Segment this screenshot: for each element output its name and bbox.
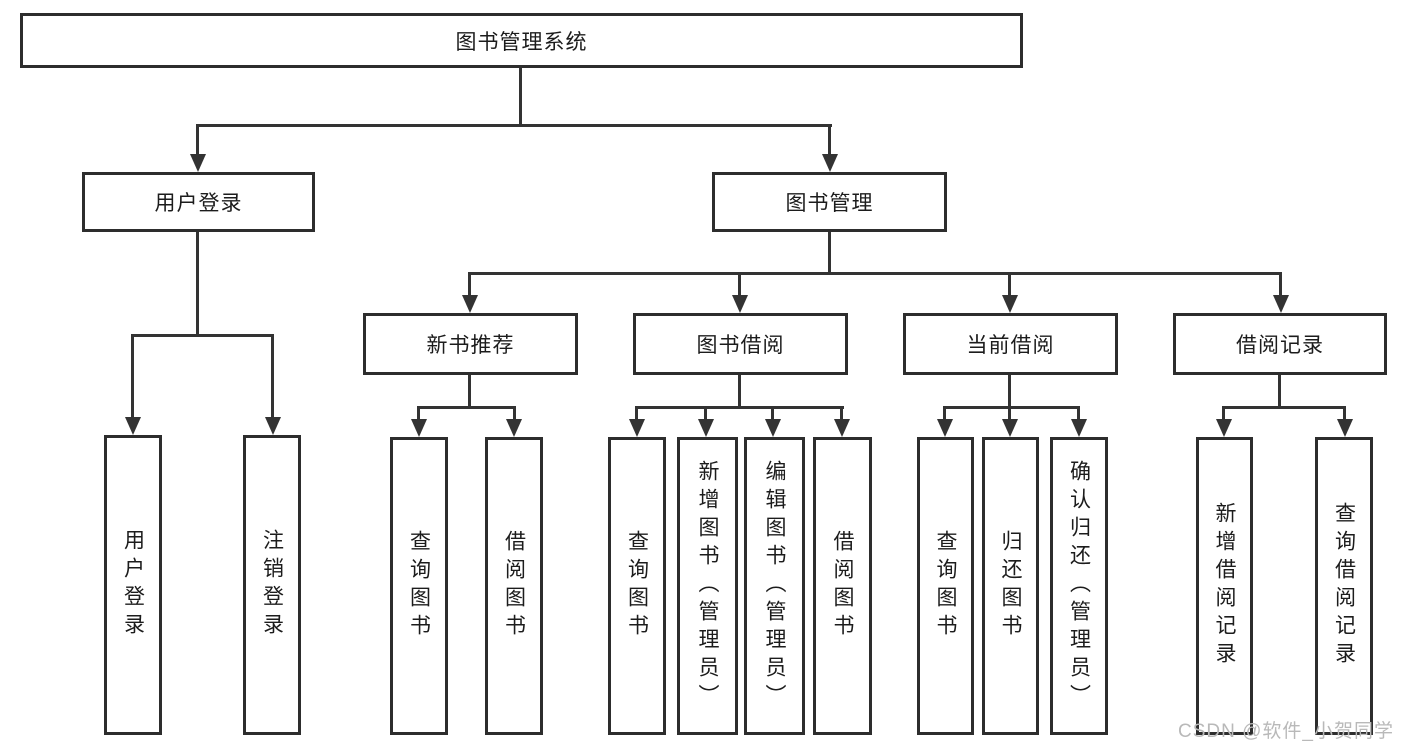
node-user-login: 用户登录 (82, 172, 315, 232)
node-leaf-add-book-admin-label: 新增图书（管理员） (696, 460, 719, 712)
node-book-management-label: 图书管理 (785, 192, 874, 215)
connector-line (1008, 272, 1011, 297)
connector-line (519, 68, 522, 126)
node-borrow-records: 借阅记录 (1173, 313, 1387, 375)
connector-line (1222, 406, 1346, 409)
connector-line (704, 406, 707, 422)
connector-line (417, 406, 420, 422)
node-leaf-query-book-1: 查询图书 (390, 437, 448, 735)
connector-line (828, 124, 831, 157)
node-leaf-return-book-label: 归还图书 (999, 530, 1022, 642)
node-leaf-query-book-2-label: 查询图书 (625, 530, 649, 642)
node-leaf-query-book-2: 查询图书 (608, 437, 666, 735)
node-book-management: 图书管理 (712, 172, 947, 232)
arrowhead-icon (125, 417, 141, 435)
node-leaf-add-book-admin: 新增图书（管理员） (677, 437, 738, 735)
node-book-borrow: 图书借阅 (633, 313, 848, 375)
connector-line (131, 334, 134, 420)
node-leaf-add-borrow-record: 新增借阅记录 (1196, 437, 1253, 735)
connector-line (1222, 406, 1225, 422)
connector-line (468, 272, 1282, 275)
arrowhead-icon (462, 295, 478, 313)
arrowhead-icon (1337, 419, 1353, 437)
connector-line (738, 272, 741, 297)
arrowhead-icon (1002, 419, 1018, 437)
connector-line (1008, 375, 1011, 409)
arrowhead-icon (629, 419, 645, 437)
connector-line (271, 334, 274, 420)
connector-line (417, 406, 516, 409)
connector-line (196, 124, 199, 157)
node-leaf-query-book-3: 查询图书 (917, 437, 974, 735)
connector-line (131, 334, 274, 337)
arrowhead-icon (822, 154, 838, 172)
csdn-watermark: CSDN @软件_小贺同学 (1178, 721, 1394, 742)
node-leaf-query-book-3-label: 查询图书 (934, 530, 957, 642)
node-leaf-user-login-label: 用户登录 (121, 529, 145, 641)
arrowhead-icon (265, 417, 281, 435)
connector-line (468, 272, 471, 297)
node-leaf-logout: 注销登录 (243, 435, 301, 735)
arrowhead-icon (732, 295, 748, 313)
connector-line (635, 406, 844, 409)
arrowhead-icon (1216, 419, 1232, 437)
node-leaf-query-borrow-record: 查询借阅记录 (1315, 437, 1373, 735)
arrowhead-icon (1273, 295, 1289, 313)
connector-line (828, 232, 831, 274)
node-root-label: 图书管理系统 (455, 30, 588, 54)
connector-line (1008, 406, 1011, 422)
node-new-book-recommend: 新书推荐 (363, 313, 578, 375)
connector-line (1278, 375, 1281, 409)
connector-line (840, 406, 843, 422)
arrowhead-icon (1071, 419, 1087, 437)
arrowhead-icon (411, 419, 427, 437)
arrowhead-icon (765, 419, 781, 437)
node-current-borrow: 当前借阅 (903, 313, 1118, 375)
node-leaf-borrow-book-1-label: 借阅图书 (502, 530, 526, 642)
connector-line (738, 375, 741, 409)
arrowhead-icon (937, 419, 953, 437)
node-current-borrow-label: 当前借阅 (966, 334, 1055, 357)
connector-line (1343, 406, 1346, 422)
node-leaf-borrow-book-2-label: 借阅图书 (831, 530, 854, 642)
node-leaf-return-book: 归还图书 (982, 437, 1039, 735)
connector-line (196, 124, 832, 127)
node-leaf-edit-book-admin: 编辑图书（管理员） (744, 437, 805, 735)
connector-line (1279, 272, 1282, 297)
connector-line (1077, 406, 1080, 422)
arrowhead-icon (834, 419, 850, 437)
node-leaf-confirm-return-admin: 确认归还（管理员） (1050, 437, 1108, 735)
node-leaf-query-book-1-label: 查询图书 (407, 530, 431, 642)
node-book-borrow-label: 图书借阅 (696, 334, 785, 357)
node-leaf-query-borrow-record-label: 查询借阅记录 (1332, 502, 1356, 670)
node-leaf-borrow-book-1: 借阅图书 (485, 437, 543, 735)
node-user-login-label: 用户登录 (154, 192, 243, 215)
node-leaf-confirm-return-admin-label: 确认归还（管理员） (1067, 460, 1091, 712)
arrowhead-icon (190, 154, 206, 172)
connector-line (513, 406, 516, 422)
node-new-book-recommend-label: 新书推荐 (426, 334, 515, 357)
connector-line (771, 406, 774, 422)
node-root: 图书管理系统 (20, 13, 1023, 68)
arrowhead-icon (698, 419, 714, 437)
connector-line (943, 406, 946, 422)
arrowhead-icon (506, 419, 522, 437)
connector-line (635, 406, 638, 422)
node-leaf-borrow-book-2: 借阅图书 (813, 437, 872, 735)
node-leaf-logout-label: 注销登录 (260, 529, 284, 641)
arrowhead-icon (1002, 295, 1018, 313)
connector-line (196, 232, 199, 336)
node-leaf-add-borrow-record-label: 新增借阅记录 (1213, 502, 1236, 670)
node-leaf-edit-book-admin-label: 编辑图书（管理员） (763, 460, 786, 712)
node-borrow-records-label: 借阅记录 (1236, 334, 1324, 357)
node-leaf-user-login: 用户登录 (104, 435, 162, 735)
connector-line (468, 375, 471, 409)
connector-line (943, 406, 1080, 409)
